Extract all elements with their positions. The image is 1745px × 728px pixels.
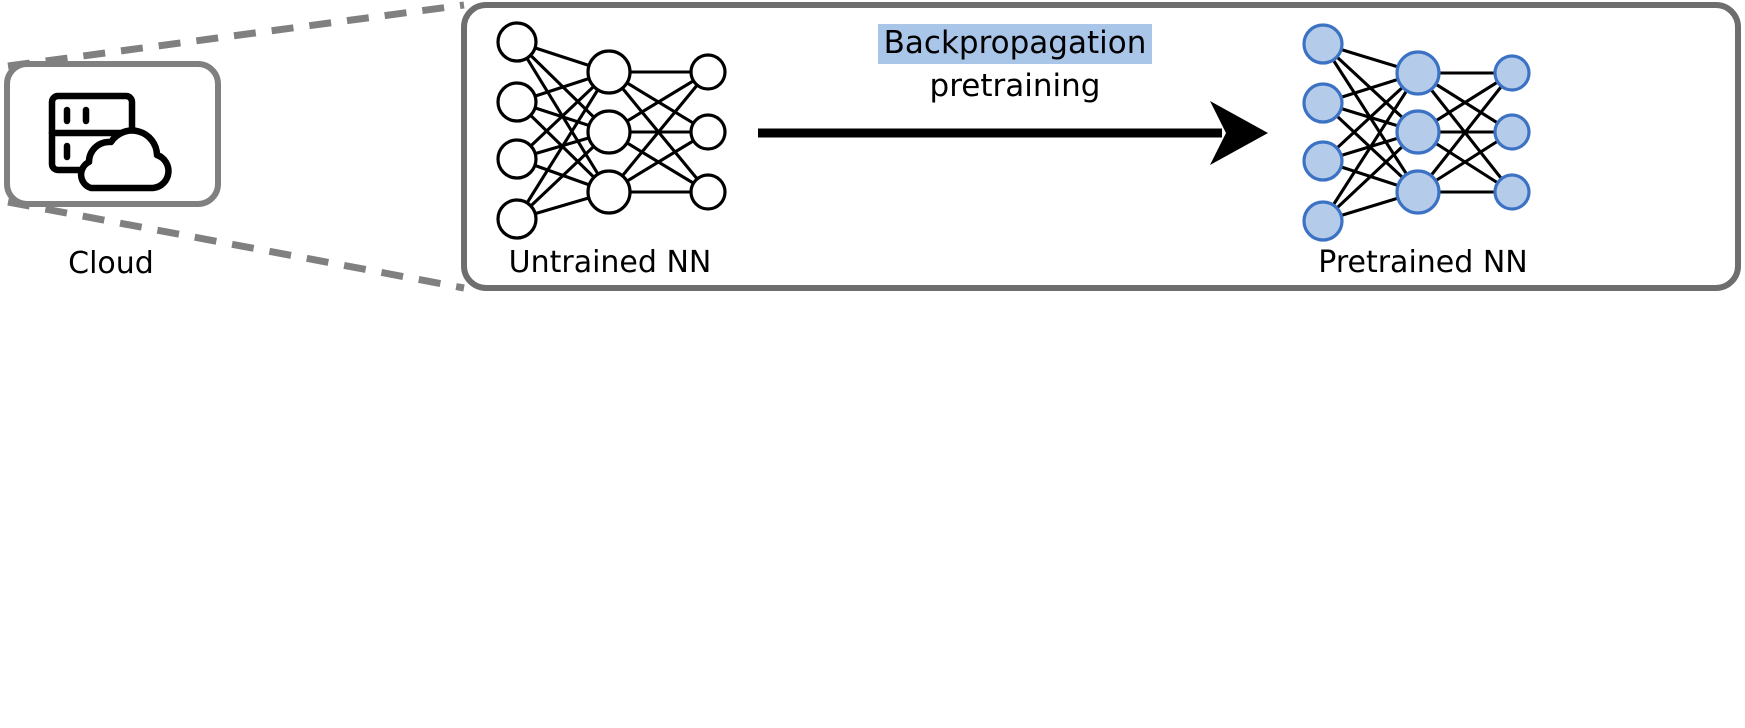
untrained-nn[interactable] <box>496 21 727 240</box>
connector-line-bottom <box>7 198 465 292</box>
node-input-3 <box>1302 140 1344 182</box>
arrow-caption: Backpropagation pretraining <box>815 24 1215 103</box>
node-hidden-2 <box>1395 109 1441 155</box>
node-hidden-3 <box>586 169 632 215</box>
node-hidden-2 <box>586 109 632 155</box>
arrow-caption-line1-wrap: Backpropagation <box>815 24 1215 64</box>
pretrained-nn[interactable] <box>1302 23 1531 242</box>
arrow-caption-highlight: Backpropagation <box>877 24 1153 64</box>
connector-line-top <box>7 1 465 70</box>
node-output-2 <box>1493 113 1531 151</box>
node-output-3 <box>1493 173 1531 211</box>
node-hidden-1 <box>586 49 632 95</box>
node-input-1 <box>1302 23 1344 65</box>
untrained-nn-label: Untrained NN <box>508 245 712 280</box>
node-output-2 <box>689 113 727 151</box>
node-output-1 <box>1493 54 1531 92</box>
arrow-caption-line2-wrap: pretraining <box>815 64 1215 104</box>
backpropagation-arrow <box>758 101 1268 165</box>
untrained-nn-nodes <box>496 21 727 240</box>
cloud-server-icon <box>48 92 172 192</box>
pretrained-nn-nodes <box>1302 23 1531 242</box>
cloud-to-panel-connector <box>7 1 465 292</box>
node-input-1 <box>496 21 538 63</box>
cloud-label: Cloud <box>68 246 154 281</box>
node-input-3 <box>496 138 538 180</box>
node-input-4 <box>1302 200 1344 242</box>
node-output-3 <box>689 173 727 211</box>
node-input-2 <box>496 81 538 123</box>
node-input-4 <box>496 198 538 240</box>
node-hidden-1 <box>1395 50 1441 96</box>
arrow-head <box>1210 101 1268 165</box>
pretrained-nn-label: Pretrained NN <box>1318 245 1528 280</box>
node-input-2 <box>1302 82 1344 124</box>
arrow-caption-line2: pretraining <box>929 67 1101 104</box>
node-output-1 <box>689 53 727 91</box>
node-hidden-3 <box>1395 169 1441 215</box>
